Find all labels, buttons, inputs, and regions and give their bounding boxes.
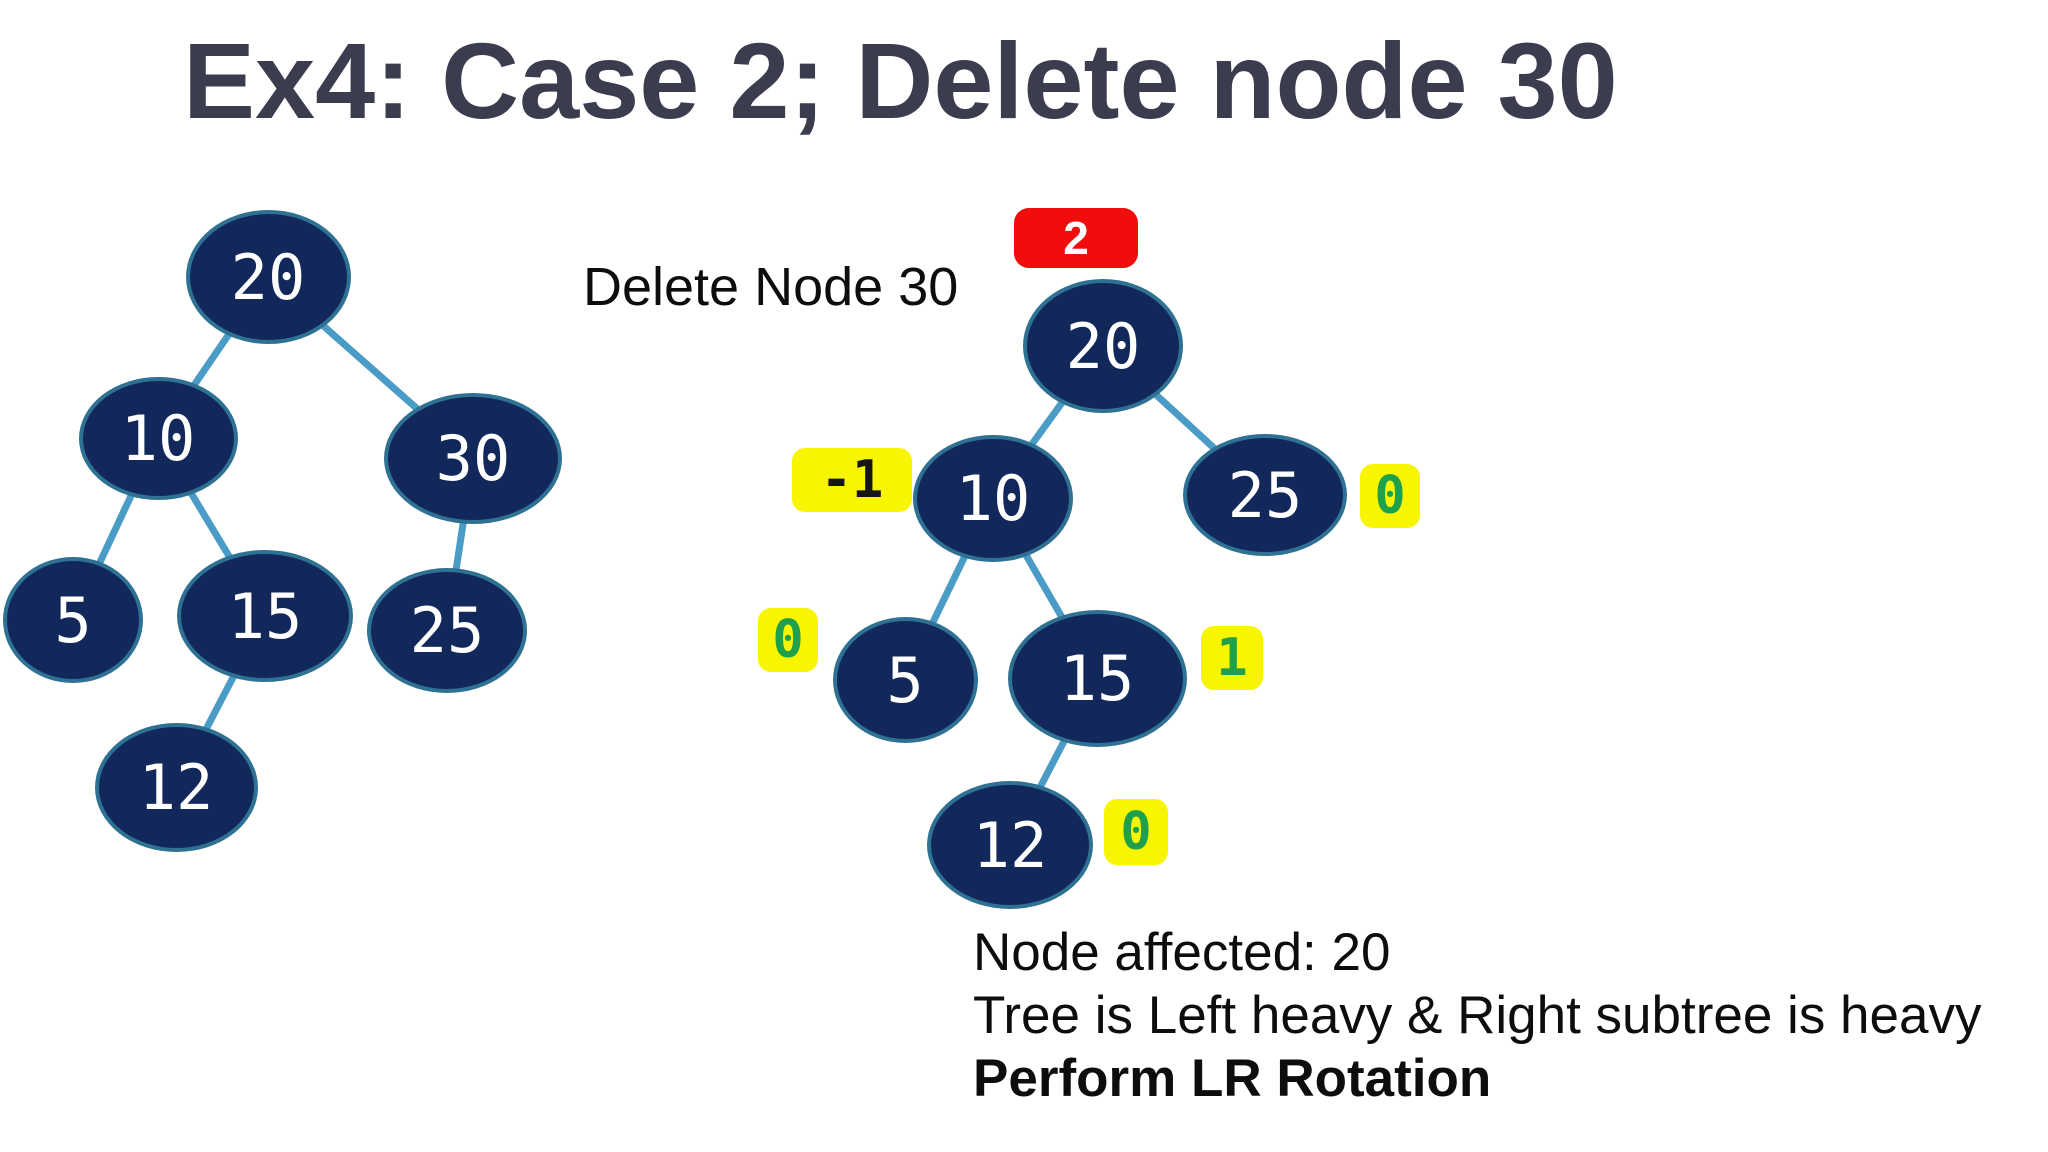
note-node-affected: Node affected: 20 <box>973 923 1391 982</box>
slide-title: Ex4: Case 2; Delete node 30 <box>183 20 1618 141</box>
balance-badge-after-delete-25: 0 <box>1360 464 1420 528</box>
note-heaviness: Tree is Left heavy & Right subtree is he… <box>973 986 1982 1045</box>
tree-node-before-delete-25: 25 <box>367 567 527 693</box>
tree-node-after-delete-20: 20 <box>1023 279 1183 413</box>
tree-node-after-delete-10: 10 <box>913 434 1073 562</box>
tree-node-after-delete-15: 15 <box>1007 609 1187 747</box>
tree-node-after-delete-5: 5 <box>832 617 978 743</box>
tree-node-after-delete-25: 25 <box>1183 434 1347 556</box>
balance-badge-after-delete-15: 1 <box>1201 626 1263 690</box>
balance-badge-after-delete-10: -1 <box>792 448 912 512</box>
balance-badge-after-delete-12: 0 <box>1104 799 1168 865</box>
balance-badge-after-delete-5: 0 <box>758 608 818 672</box>
tree-node-before-delete-5: 5 <box>3 557 143 683</box>
tree-node-before-delete-15: 15 <box>177 550 353 682</box>
tree-node-before-delete-20: 20 <box>185 210 351 344</box>
tree-node-after-delete-12: 12 <box>927 781 1093 909</box>
tree-node-before-delete-12: 12 <box>94 722 258 852</box>
tree-node-before-delete-10: 10 <box>78 376 238 500</box>
notes-block: Node affected: 20 Tree is Left heavy & R… <box>973 921 1981 1110</box>
balance-badge-after-delete-20: 2 <box>1014 208 1138 268</box>
delete-node-label: Delete Node 30 <box>583 257 959 317</box>
tree-node-before-delete-30: 30 <box>384 392 562 524</box>
note-rotation: Perform LR Rotation <box>973 1049 1492 1108</box>
